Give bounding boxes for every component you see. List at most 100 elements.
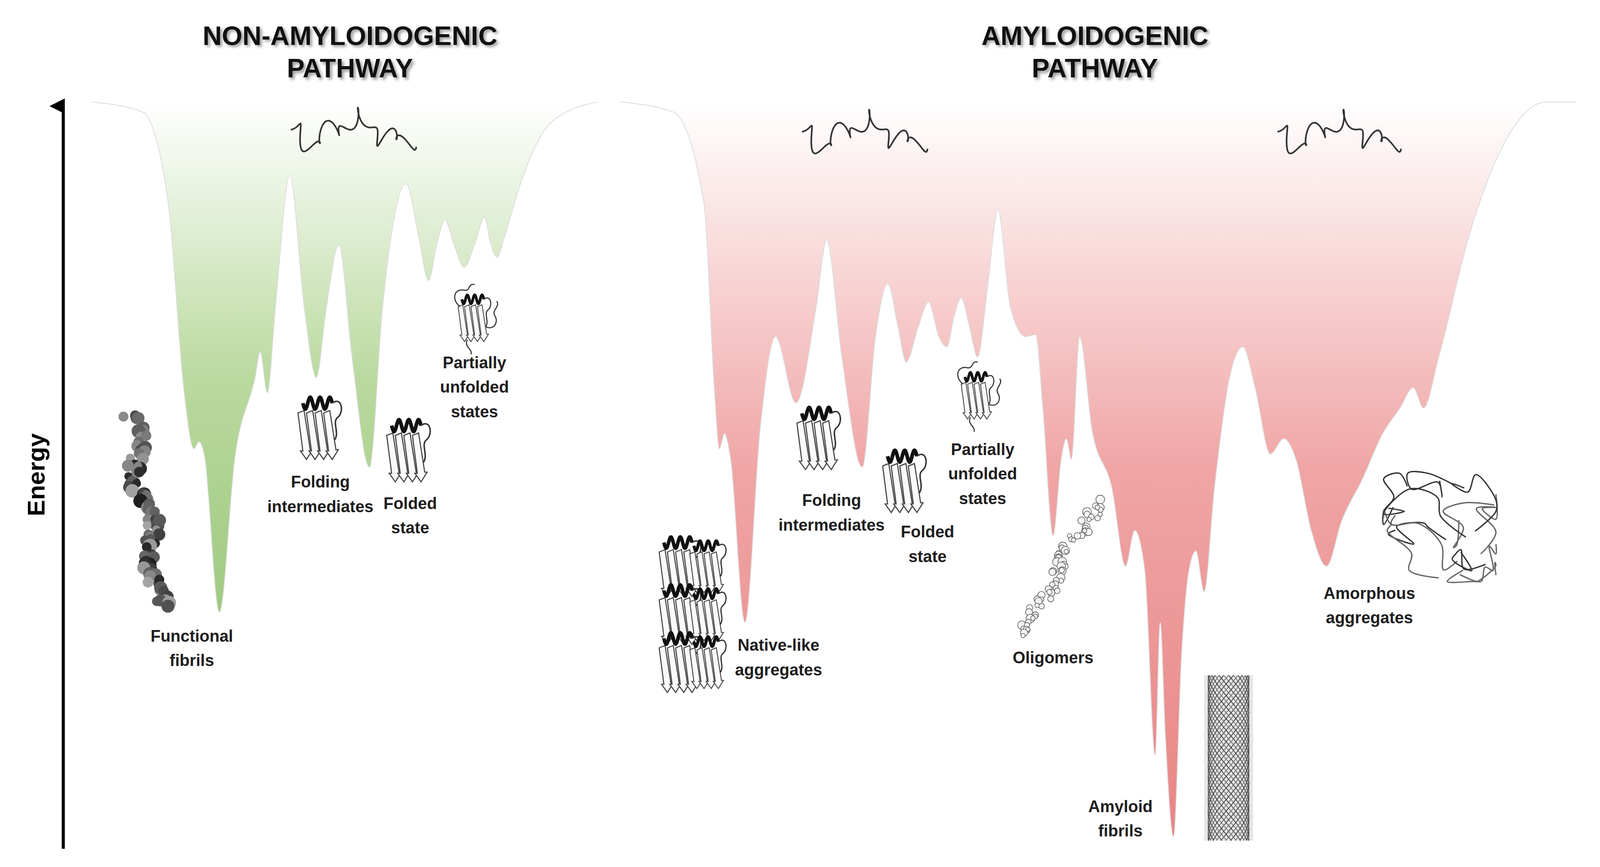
fibril-strand <box>1208 675 1250 841</box>
energy-axis <box>61 106 65 849</box>
helix <box>964 372 987 382</box>
green-funnel <box>91 102 597 613</box>
fibril-strand <box>1208 675 1250 841</box>
state-label: Folding intermediates <box>259 470 381 520</box>
fibril-strand <box>1208 675 1250 841</box>
loop <box>718 640 727 673</box>
fibril-strand <box>1208 675 1250 841</box>
protein-cartoon <box>690 541 727 593</box>
fibril-strand <box>1208 675 1250 841</box>
functional-fibril <box>118 410 176 614</box>
oligomer-subunit <box>1094 505 1100 510</box>
fibril-strand <box>1208 675 1250 841</box>
oligomer-subunit <box>1071 537 1076 543</box>
fibril-strand <box>1208 675 1250 841</box>
fibril-strand <box>1208 675 1250 841</box>
helix <box>663 537 693 549</box>
fibril-strand <box>1208 675 1250 841</box>
pathway-title: NON-AMYLOIDOGENIC PATHWAY <box>181 20 519 86</box>
helix <box>887 450 917 462</box>
loop <box>332 401 342 440</box>
state-label: Partially unfolded states <box>430 350 519 425</box>
unfolded-chain <box>291 107 417 152</box>
helix <box>663 632 693 645</box>
tangled-chain <box>1407 471 1454 498</box>
red-funnel-edge <box>620 102 1577 837</box>
oligomer-subunit <box>1038 603 1045 610</box>
green-funnel-edge <box>91 102 597 613</box>
fibril-strand <box>1208 675 1250 841</box>
oligomer <box>1017 495 1105 638</box>
fibril-subunit <box>142 521 152 530</box>
fibril-strand <box>1208 675 1250 841</box>
tangled-chain <box>1443 502 1495 548</box>
amyloid-fibril <box>1204 675 1254 841</box>
loop <box>986 375 994 405</box>
oligomer-subunit <box>1077 516 1085 525</box>
fibril-subunit <box>142 577 154 588</box>
oligomer-subunit <box>1030 616 1036 621</box>
oligomer-subunit <box>1047 596 1054 602</box>
fibril-ground <box>1204 675 1254 841</box>
protein-cartoon <box>297 397 342 460</box>
state-label: Oligomers <box>996 645 1110 671</box>
helix <box>694 588 719 599</box>
fibril-subunit <box>134 466 145 478</box>
fibril-strand <box>1208 675 1250 841</box>
state-label: Amorphous aggregates <box>1308 581 1430 631</box>
fibril-strand <box>1208 675 1250 841</box>
fibril-subunit <box>118 411 129 422</box>
loop <box>421 423 431 463</box>
protein-cartoon <box>690 588 727 641</box>
tangled-chain <box>1447 562 1496 583</box>
helix <box>802 407 832 420</box>
fibril-strand <box>1208 675 1250 841</box>
fibril-strand <box>1208 675 1250 841</box>
loose-chain <box>454 284 498 355</box>
unfolded-chain <box>1277 109 1401 154</box>
oligomer-subunit <box>1020 633 1026 639</box>
state-label: Native-like aggregates <box>722 633 835 683</box>
fibril-strand <box>1208 675 1250 841</box>
helix <box>694 541 719 552</box>
amorphous-aggregate <box>1382 471 1498 583</box>
red-funnel <box>620 102 1577 837</box>
tangled-chain <box>1383 488 1466 538</box>
fibril-strand <box>1208 675 1250 841</box>
helix <box>663 585 693 597</box>
state-label: Folded state <box>371 491 449 541</box>
tangled-chain <box>1452 549 1486 571</box>
loop <box>916 454 926 493</box>
state-label: Partially unfolded states <box>938 437 1027 511</box>
oligomer-subunit <box>1059 567 1065 574</box>
oligomer-subunit <box>1086 517 1092 522</box>
pathway-title: AMYLOIDOGENIC PATHWAY <box>926 20 1264 86</box>
state-label: Amyloid fibrils <box>1076 794 1165 844</box>
state-label: Folding intermediates <box>771 488 892 538</box>
helix <box>302 397 332 409</box>
tangled-chain <box>1459 544 1497 583</box>
fibril-strand <box>1208 675 1250 841</box>
fibril-subunit <box>161 600 175 614</box>
loose-chain <box>957 362 1001 433</box>
state-label: Functional fibrils <box>135 624 249 674</box>
loop <box>831 411 841 451</box>
fibril-strand <box>1208 675 1250 841</box>
oligomer-subunit <box>1061 546 1070 555</box>
fibril-strand <box>1208 675 1250 841</box>
oligomer-subunit <box>1054 587 1061 594</box>
protein-cartoon <box>386 419 431 482</box>
loop <box>484 298 491 328</box>
unfolded-chain <box>802 109 928 154</box>
helix <box>391 419 422 432</box>
protein-cartoon <box>797 407 841 470</box>
fibril-strand <box>1208 675 1250 841</box>
loop <box>718 544 727 577</box>
helix <box>694 636 719 647</box>
protein-cartoon <box>454 284 498 355</box>
fibril-strand <box>1208 675 1250 841</box>
loop <box>718 592 727 625</box>
protein-cartoon <box>882 450 927 513</box>
fibril-subunit <box>152 514 166 528</box>
